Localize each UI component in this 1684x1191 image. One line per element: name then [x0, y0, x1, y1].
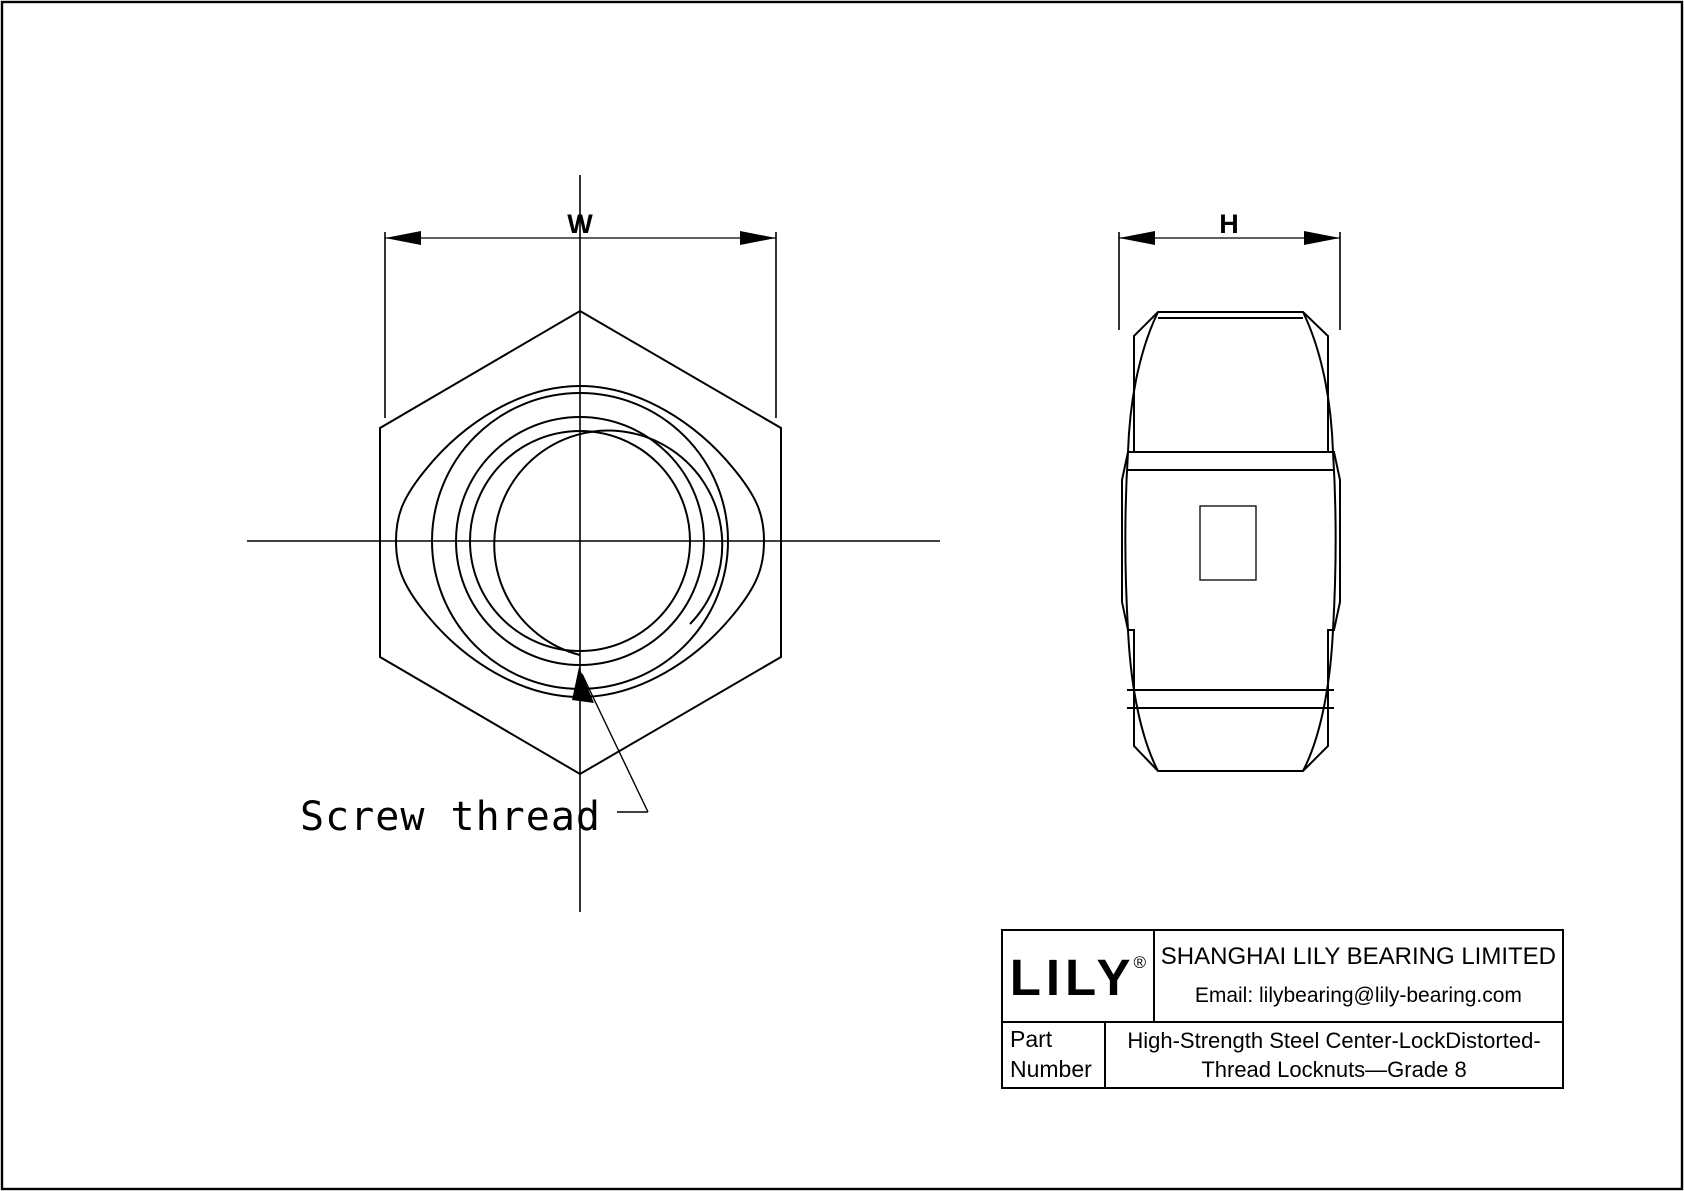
thread-minor-circle [469, 430, 691, 652]
title-block-logo-cell: LILY ® [1003, 931, 1155, 1021]
part-description-cell: High-Strength Steel Center-LockDistorted… [1106, 1023, 1562, 1087]
callout-label-screw-thread: Screw thread [300, 794, 601, 840]
part-number-label-line2: Number [1010, 1055, 1092, 1082]
w-arrow-right [740, 231, 776, 245]
company-name: SHANGHAI LILY BEARING LIMITED [1160, 943, 1556, 971]
title-block-part-row: Part Number High-Strength Steel Center-L… [1003, 1022, 1562, 1087]
lily-logo: LILY ® [1010, 952, 1146, 1003]
dimension-w: W [384, 209, 777, 418]
registered-trademark-icon: ® [1133, 953, 1147, 973]
side-right-barrel-curve [1302, 311, 1337, 772]
side-view-group: H [1118, 209, 1341, 772]
dimension-h: H [1118, 209, 1341, 330]
part-description-line1: High-Strength Steel Center-LockDistorted… [1127, 1027, 1541, 1053]
h-arrow-left [1119, 231, 1155, 245]
title-block: LILY ® SHANGHAI LILY BEARING LIMITED Ema… [1001, 929, 1564, 1089]
title-block-company-cell: SHANGHAI LILY BEARING LIMITED Email: lil… [1155, 931, 1562, 1021]
side-left-barrel-curve [1124, 311, 1159, 772]
hex-outer-outline [379, 309, 782, 776]
part-description-line2: Thread Locknuts—Grade 8 [1201, 1056, 1467, 1082]
dimension-label-h: H [1219, 209, 1239, 239]
side-body-outline [1121, 311, 1341, 772]
w-arrow-left [385, 231, 421, 245]
screw-thread-leader-line [581, 673, 649, 813]
title-block-company-row: LILY ® SHANGHAI LILY BEARING LIMITED Ema… [1003, 931, 1562, 1023]
dimension-label-w: W [567, 209, 593, 239]
top-view-group: W Screw thread [247, 175, 940, 912]
thread-major-circle [455, 416, 705, 666]
company-email: Email: lilybearing@lily-bearing.com [1194, 984, 1522, 1008]
part-number-label-cell: Part Number [1003, 1022, 1106, 1087]
center-lock-mark-rect [1199, 505, 1257, 581]
callout-screw-thread: Screw thread [300, 667, 649, 840]
part-number-label-line1: Part [1010, 1026, 1053, 1053]
screw-thread-leader-arrow [572, 667, 594, 703]
logo-text: LILY [1009, 949, 1136, 1007]
thread-spiral-arc [493, 429, 724, 656]
h-arrow-right [1304, 231, 1340, 245]
